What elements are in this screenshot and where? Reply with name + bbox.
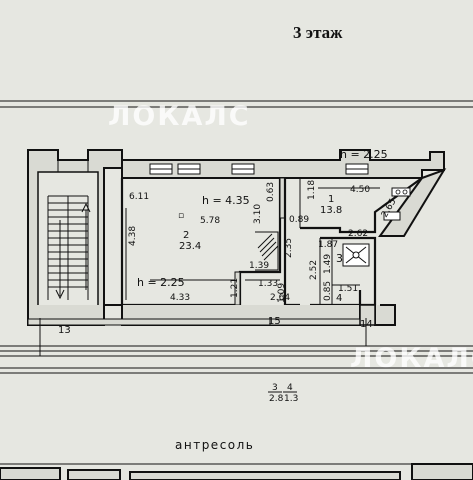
svg-text:3: 3 — [272, 383, 278, 393]
floor-title: 3 этаж — [293, 23, 343, 42]
axis-markers — [39, 318, 367, 356]
dim-2-35: 2.35 — [284, 238, 294, 258]
stair-arrow-icon — [81, 202, 91, 290]
room-3 — [319, 236, 377, 307]
dim-4-50: 4.50 — [350, 185, 370, 195]
top-wall — [121, 149, 445, 179]
room-2-marker-icon: ▫ — [178, 211, 184, 221]
dim-2-62: 2.62 — [348, 229, 368, 239]
dim-1-18: 1.18 — [307, 180, 317, 200]
ceiling-height-left: h = 2.25 — [137, 276, 185, 289]
dim-1-51: 1.51 — [338, 284, 358, 294]
dim-0-63: 0.63 — [266, 182, 276, 202]
window — [345, 163, 369, 175]
dim-1-39: 1.39 — [249, 261, 269, 271]
room-3-number: 3 — [336, 252, 343, 265]
dim-1-09: 1.09 — [277, 283, 287, 303]
stairwell — [27, 149, 123, 326]
building-outline — [0, 100, 473, 374]
dim-1-87: 1.87 — [318, 240, 338, 250]
ceiling-height-right: h = 2.25 — [340, 148, 388, 161]
room-2-number: 2 — [183, 230, 189, 241]
shower-drain-icon — [352, 251, 360, 259]
window — [149, 163, 173, 175]
axis-label-15: 15 — [268, 316, 281, 327]
watermark: ЛОКАЛС — [108, 101, 251, 132]
svg-text:4: 4 — [287, 383, 293, 393]
room-2-area: 23.4 — [179, 241, 201, 252]
lower-floor-fragment — [0, 463, 473, 480]
window — [231, 163, 255, 175]
dim-3-10: 3.10 — [253, 204, 263, 224]
radiator — [383, 187, 411, 221]
dim-0-85: 0.85 — [323, 281, 333, 301]
room-1-area: 13.8 — [320, 205, 342, 216]
internal-stair — [255, 231, 279, 271]
mezzanine-room-3: 3 2.8 — [268, 383, 284, 404]
room-1-number: 1 — [328, 194, 334, 205]
svg-text:1.3: 1.3 — [284, 394, 298, 404]
watermark: ЛОКАЛС — [350, 343, 473, 374]
dim-4-33: 4.33 — [170, 293, 190, 303]
dimension-lines — [125, 187, 380, 300]
room-4-number: 4 — [336, 293, 342, 304]
stair-arrow-icon — [55, 220, 65, 300]
dim-6-11: 6.11 — [129, 192, 149, 202]
dim-1-21: 1.21 — [230, 278, 240, 298]
svg-text:2.8: 2.8 — [269, 394, 284, 404]
dim-1-33: 1.33 — [258, 279, 278, 289]
axis-label-14: 14 — [360, 319, 373, 330]
dim-5-78: 5.78 — [200, 216, 220, 226]
dim-0-89: 0.89 — [289, 215, 309, 225]
axis-label-13: 13 — [58, 325, 71, 336]
mezzanine-label: антресоль — [175, 438, 254, 452]
dim-2-64: 2.64 — [270, 293, 290, 303]
stair-steps — [47, 195, 89, 300]
dim-4-38: 4.38 — [128, 226, 138, 246]
dim-1-49: 1.49 — [323, 254, 333, 274]
mezzanine-room-4: 4 1.3 — [283, 383, 298, 404]
window — [177, 163, 201, 175]
dim-2-52: 2.52 — [309, 260, 319, 280]
ceiling-height-main: h = 4.35 — [202, 194, 250, 207]
